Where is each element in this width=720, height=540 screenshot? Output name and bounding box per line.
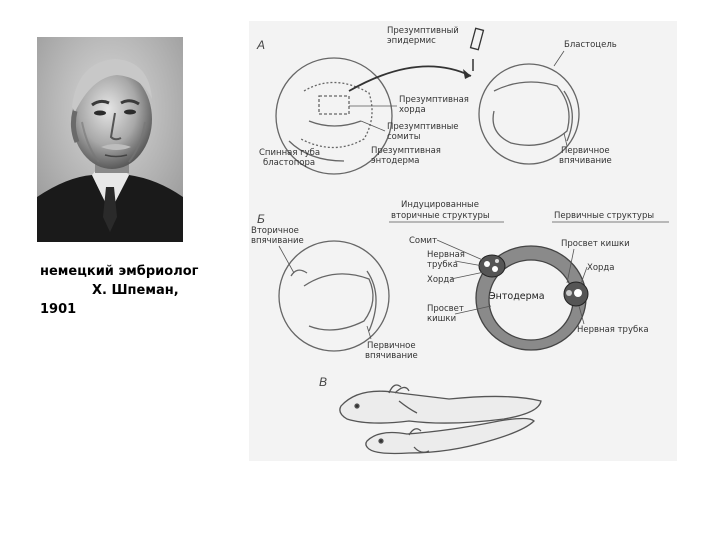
label-chorda-left: Хорда <box>427 275 455 285</box>
neural-left-pointer <box>454 260 484 267</box>
label-presumptive-epidermis: Презумптивный эпидермис <box>387 26 462 46</box>
panel-b-gastrula <box>278 240 390 352</box>
label-neural-tube-right: Нервная трубка <box>577 325 649 335</box>
label-chorda-right: Хорда <box>587 263 615 273</box>
somite-pointer <box>436 239 486 262</box>
label-dorsal-lip: Спинная губа бластопора <box>259 148 323 168</box>
panel-a-donor-gastrula <box>275 57 393 175</box>
portrait-caption: немецкий эмбриолог Х. Шпеман, 1901 <box>40 262 240 319</box>
twin-tadpoles <box>339 384 542 455</box>
portrait-image <box>37 37 183 242</box>
label-presumptive-endoderm: Презумптивная энтодерма <box>371 146 444 166</box>
neural-right-pointer <box>578 305 585 325</box>
label-primary-invagination-a: Первичное впячивание <box>559 146 612 166</box>
transplant-arrow <box>348 65 472 92</box>
label-gut-lumen-left: Просвет кишки <box>427 304 467 324</box>
caption-line-2: Х. Шпеман, <box>92 283 179 298</box>
label-presumptive-somites: Презумптивные сомиты <box>387 122 461 142</box>
diagram-svg: А Презумптивный эпидермис Бластоцель <box>249 21 677 461</box>
panel-c-letter: В <box>319 375 327 389</box>
somites-pointer <box>360 120 386 132</box>
panel-a-letter: А <box>256 38 265 52</box>
panel-a-host-gastrula <box>478 63 580 165</box>
caption-line-3: 1901 <box>40 302 77 317</box>
label-blastocoel: Бластоцель <box>564 40 617 50</box>
epidermis-fragment <box>469 27 485 51</box>
chorda-right-pointer <box>578 266 588 290</box>
label-presumptive-chorda: Презумптивная хорда <box>399 95 472 115</box>
gut-left-pointer <box>454 305 492 315</box>
label-induced-structures: Индуцированные вторичные структуры <box>391 200 490 221</box>
label-endoderm: Энтодерма <box>489 291 545 302</box>
blastocoel-pointer <box>553 50 565 67</box>
panel-b-letter: Б <box>257 212 265 226</box>
transplant-arrowhead <box>463 69 471 79</box>
chorda-left-pointer <box>450 270 490 280</box>
spemann-organizer-diagram: А Презумптивный эпидермис Бластоцель <box>249 21 677 461</box>
label-somite: Сомит <box>409 236 437 246</box>
caption-line-1: немецкий эмбриолог <box>40 264 199 279</box>
label-gut-lumen-right: Просвет кишки <box>561 239 630 249</box>
label-secondary-invagination: Вторичное впячивание <box>251 226 304 246</box>
gut-right-pointer <box>566 248 575 284</box>
cross-section <box>475 245 589 351</box>
label-primary-invagination-b: Первичное впячивание <box>365 341 418 361</box>
label-neural-tube-left: Нервная трубка <box>427 250 468 270</box>
primary-inv-b-pointer <box>366 325 372 340</box>
primary-inv-a-pointer <box>563 132 568 147</box>
portrait-photo <box>37 37 183 242</box>
secondary-inv-pointer <box>278 245 295 274</box>
label-primary-structures: Первичные структуры <box>554 211 654 221</box>
